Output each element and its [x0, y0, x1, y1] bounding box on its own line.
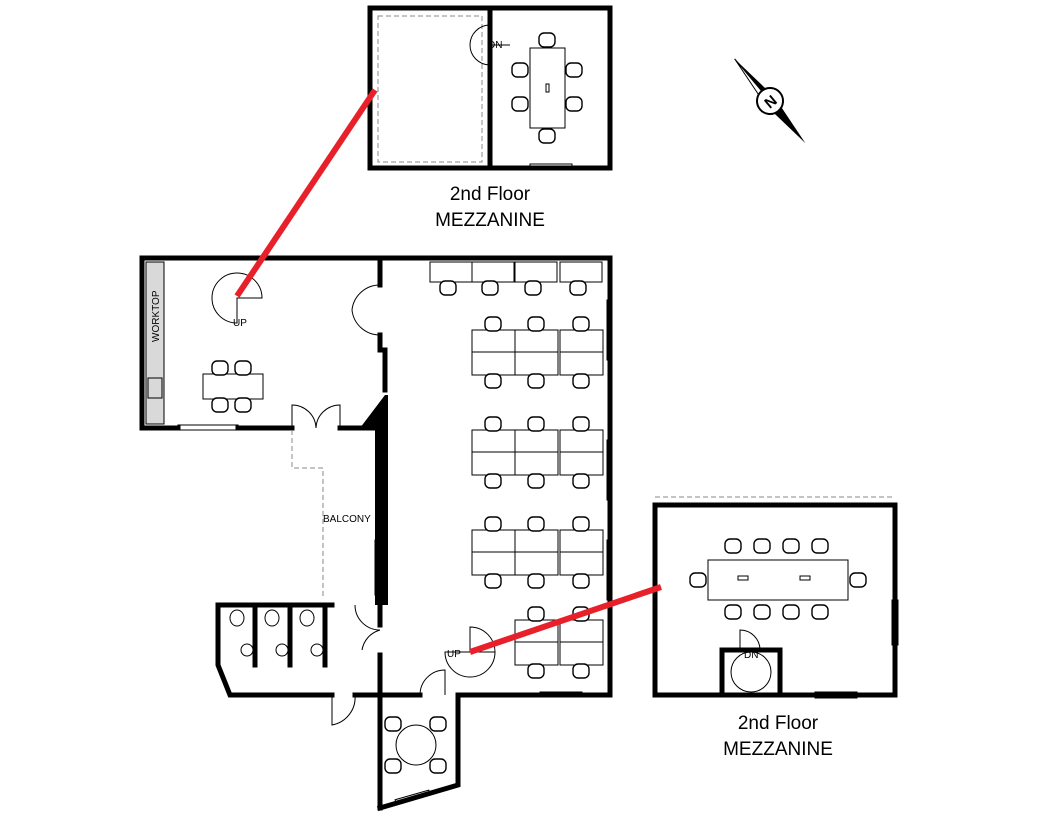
ground-floor: WORKTOP BALCONY	[139, 255, 613, 812]
top-mezzanine: DN	[367, 5, 613, 171]
chair-icon	[484, 473, 502, 489]
desk	[559, 619, 604, 643]
desk	[559, 429, 604, 453]
toilet-icon	[229, 609, 245, 627]
chair-icon	[384, 758, 402, 774]
chair-icon	[527, 316, 545, 332]
chair-icon	[572, 316, 590, 332]
chair-icon	[572, 573, 590, 589]
desk	[514, 329, 559, 353]
desk	[471, 351, 516, 376]
chair-icon	[527, 573, 545, 589]
chair-icon	[538, 32, 556, 48]
kitchen-table	[202, 373, 264, 400]
desk	[471, 529, 516, 553]
chair-icon	[511, 62, 529, 78]
chair-icon	[527, 416, 545, 432]
toilet-icon	[264, 609, 280, 627]
worktop-label: WORKTOP	[151, 290, 162, 342]
desk	[559, 329, 604, 353]
chair-icon	[538, 128, 556, 144]
desk	[471, 261, 515, 283]
chair-icon	[484, 373, 502, 389]
stair-label-up-kitchen: UP	[233, 318, 247, 329]
chair-icon	[481, 280, 499, 296]
desk	[471, 429, 516, 453]
desk	[514, 641, 559, 666]
chair-icon	[569, 280, 587, 296]
chair-icon	[527, 606, 545, 622]
desk	[471, 329, 516, 353]
mezzanine-right-title: 2nd Floor	[738, 713, 819, 734]
chair-icon	[234, 397, 252, 413]
chair-icon	[234, 360, 252, 376]
chair-icon	[211, 397, 229, 413]
balcony-label: BALCONY	[323, 514, 371, 525]
chair-icon	[484, 516, 502, 532]
chair-icon	[811, 538, 829, 554]
chair-icon	[572, 663, 590, 679]
toilet-icon	[299, 609, 315, 627]
desk	[514, 451, 559, 476]
chair-icon	[572, 373, 590, 389]
chair-icon	[511, 96, 529, 112]
chair-icon	[439, 280, 457, 296]
desk	[559, 351, 604, 376]
chair-icon	[527, 473, 545, 489]
desk	[471, 451, 516, 476]
chair-icon	[572, 516, 590, 532]
chair-icon	[689, 572, 707, 588]
chair-icon	[527, 516, 545, 532]
desk	[559, 261, 603, 283]
chair-icon	[572, 473, 590, 489]
chair-icon	[527, 663, 545, 679]
chair-icon	[849, 572, 867, 588]
right-mezzanine: DN	[652, 496, 899, 699]
desk	[514, 261, 558, 283]
connector-line-top	[234, 88, 378, 298]
stair-label-dn: DN	[488, 40, 502, 51]
chair-icon	[782, 604, 800, 620]
sink-icon	[240, 643, 254, 657]
chair-icon	[572, 416, 590, 432]
chair-icon	[753, 604, 771, 620]
north-arrow-icon	[734, 58, 806, 144]
chair-icon	[565, 62, 583, 78]
desk	[559, 641, 604, 666]
desk	[514, 351, 559, 376]
desk	[429, 261, 473, 283]
chair-icon	[484, 316, 502, 332]
desk	[559, 451, 604, 476]
stair-label-up-office: UP	[447, 649, 461, 660]
chair-icon	[484, 416, 502, 432]
chair-icon	[782, 538, 800, 554]
chair-icon	[211, 360, 229, 376]
chair-icon	[384, 716, 402, 732]
desk	[559, 551, 604, 576]
desk	[559, 529, 604, 553]
mezzanine-top-subtitle: MEZZANINE	[435, 210, 545, 231]
mezzanine-right-subtitle: MEZZANINE	[723, 739, 833, 760]
connector-line-right	[469, 584, 662, 655]
chair-icon	[527, 373, 545, 389]
chair-icon	[429, 716, 447, 732]
mezzanine-top-title: 2nd Floor	[450, 184, 531, 205]
desk	[471, 551, 516, 576]
desk	[514, 429, 559, 453]
chair-icon	[724, 538, 742, 554]
chair-icon	[724, 604, 742, 620]
desk	[514, 551, 559, 576]
sink-icon	[310, 643, 324, 657]
chair-icon	[753, 538, 771, 554]
chair-icon	[429, 758, 447, 774]
sink-icon	[275, 643, 289, 657]
stair-label-dn-right: DN	[744, 650, 758, 661]
chair-icon	[811, 604, 829, 620]
desk	[514, 529, 559, 553]
chair-icon	[484, 573, 502, 589]
chair-icon	[565, 96, 583, 112]
chair-icon	[524, 280, 542, 296]
